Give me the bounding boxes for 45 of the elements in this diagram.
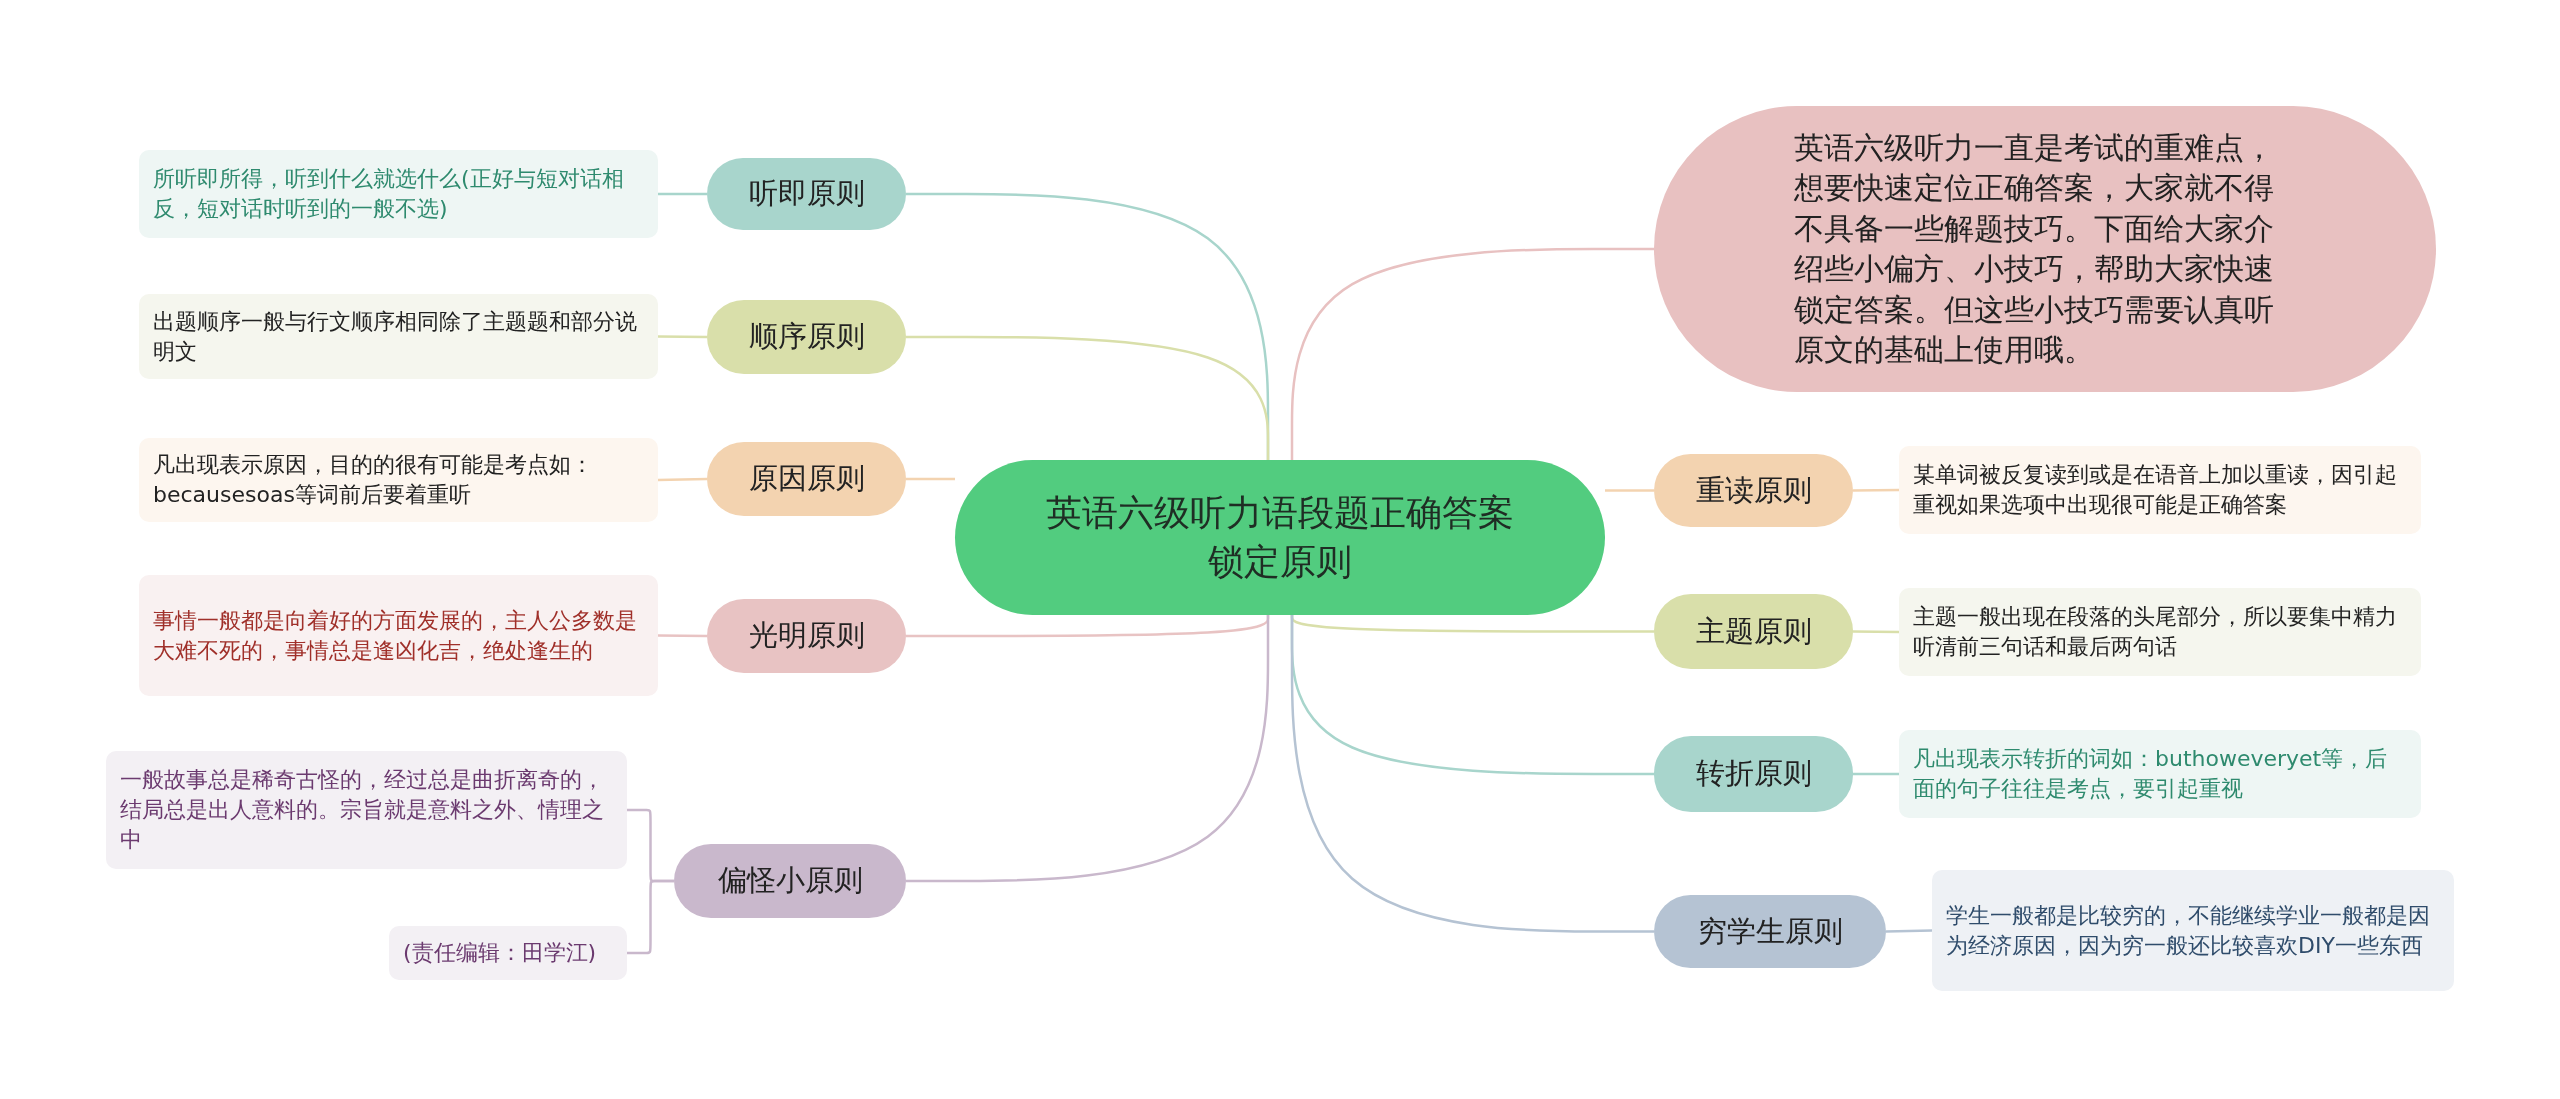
note-text: 某单词被反复读到或是在语音上加以重读，因引起重视如果选项中出现很可能是正确答案 [1913,461,2398,519]
connector-line [658,335,707,339]
note-card [389,926,627,980]
note-text: 凡出现表示转折的词如：buthoweveryet等，后面的句子往往是考点，要引起重视 [1913,745,2389,803]
note-text: 学生一般都是比较穷的，不能继续学业一般都是因为经济原因，因为穷一般还比较喜欢DIY一些东西 [1946,901,2431,960]
note-card [139,294,658,379]
connector-line [658,634,707,638]
note-card [1899,730,2421,818]
connector-line [1290,615,1654,933]
connector-line [1853,630,1899,634]
connector-line [658,192,707,196]
connector-line [657,477,708,482]
branch-label: 主题原则 [1695,612,1812,650]
branch-label: 转折原则 [1695,755,1812,793]
connector-line [1605,489,1654,492]
connector-line [1853,772,1899,776]
connector-line [1290,247,1654,460]
branch-label: 穷学生原则 [1697,912,1843,950]
topic-title: 英语六级听力语段题正确答案锁定原则 [1045,490,1515,584]
branch-label: 原因原则 [748,460,865,498]
branch-label: 听即原则 [748,175,865,213]
branch-label: 重读原则 [1695,471,1812,509]
note-text: 事情一般都是向着好的方面发展的，主人公多数是大难不死的，事情总是逢凶化吉，绝处逢生的 [153,606,638,665]
connector-line [906,477,955,481]
note-text: (责任编辑：田学江) [403,939,597,968]
connector-line [627,879,674,955]
note-text: 出题顺序一般与行文顺序相同除了主题题和部分说明文 [153,307,638,366]
branch-label: 顺序原则 [748,318,865,356]
note-text: 所听即所得，听到什么就选什么(正好与短对话相反，短对话时听到的一般不选) [153,165,625,223]
note-text: 主题一般出现在段落的头尾部分，所以要集中精力听清前三句话和最后两句话 [1913,603,2398,661]
note-card [139,575,658,696]
connector-line [906,615,1270,883]
branch-label: 光明原则 [748,617,865,655]
connector-line [1853,488,1899,492]
note-text: 凡出现表示原因，目的的很有可能是考点如：becausesoas等词前后要着重听 [153,451,594,509]
note-card [139,438,658,522]
branch-label: 偏怪小原则 [717,862,863,900]
note-text: 一般故事总是稀奇古怪的，经过总是曲折离奇的，结局总是出人意料的。宗旨就是意料之外、情理之中 [120,766,605,854]
note-card [1932,870,2454,991]
note-card [1899,446,2421,534]
connector-line [906,335,1270,460]
note-card [106,751,627,869]
note-card [1899,588,2421,676]
intro-text: 英语六级听力一直是考试的重难点，想要快速定位正确答案，大家就不得不具备一些解题技巧。下面给大家介绍些小偏方、小技巧，帮助大家快速锁定答案。但这些小技巧需要认真听原文的基础上使用哦。 [1794,128,2275,369]
note-card [139,150,658,238]
